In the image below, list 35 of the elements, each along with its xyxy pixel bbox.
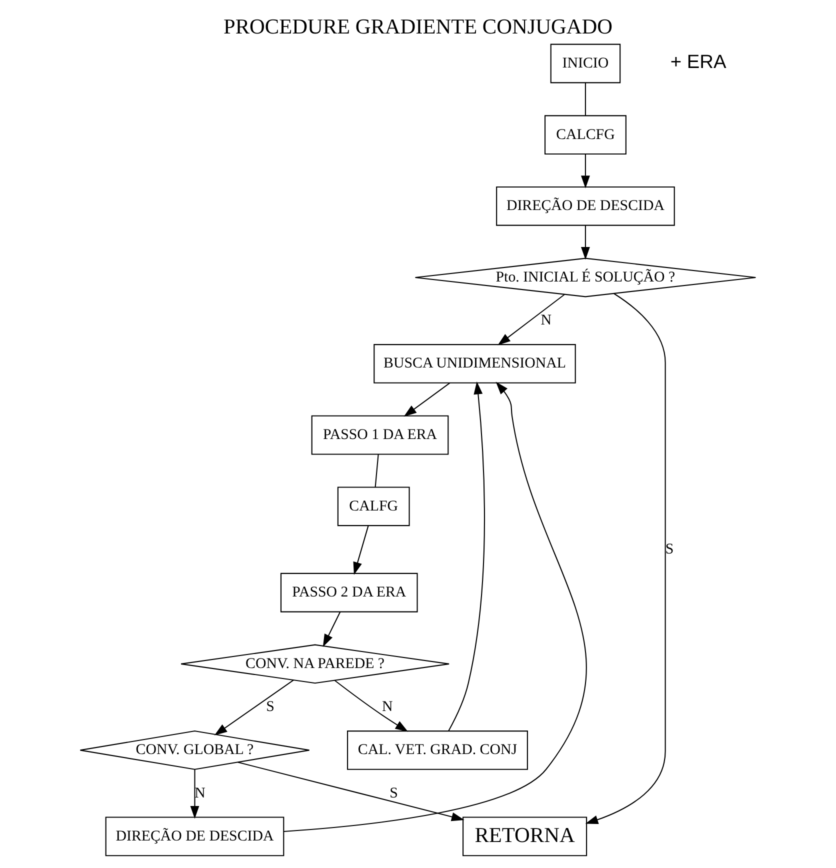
arrow xyxy=(238,762,464,822)
node-box: CAL. VET. GRAD. CONJ xyxy=(347,730,528,770)
arrow xyxy=(448,381,486,732)
arrow xyxy=(581,225,590,260)
edge-label: S xyxy=(665,541,674,558)
arrow xyxy=(404,382,450,417)
connector xyxy=(374,454,379,488)
edge-label: N xyxy=(540,312,552,329)
arrow xyxy=(353,526,369,575)
node-box: CALCFG xyxy=(544,115,626,155)
node-box: DIREÇÃO DE DESCIDA xyxy=(496,186,675,226)
arrow xyxy=(214,680,294,736)
connector xyxy=(584,82,586,116)
node-diamond: CONV. NA PAREDE ? xyxy=(180,644,450,684)
arrow xyxy=(334,680,408,732)
arrow xyxy=(585,293,666,824)
node-diamond: Pto. INICIAL É SOLUÇÃO ? xyxy=(414,258,756,298)
label: + ERA xyxy=(670,52,726,74)
arrow xyxy=(190,770,200,819)
edge-label: S xyxy=(390,785,398,802)
node-box: PASSO 1 DA ERA xyxy=(311,415,449,455)
node-box: BUSCA UNIDIMENSIONAL xyxy=(374,344,576,384)
arrow xyxy=(498,294,565,346)
node-box: INICIO xyxy=(550,44,621,84)
node-box: PASSO 2 DA ERA xyxy=(280,572,418,612)
arrow xyxy=(284,382,586,832)
edge-label: S xyxy=(266,699,274,716)
node-box: DIREÇÃO DE DESCIDA xyxy=(105,816,284,856)
node-diamond: CONV. GLOBAL ? xyxy=(80,730,310,770)
diagram-title: PROCEDURE GRADIENTE CONJUGADO xyxy=(224,14,612,39)
node-box: CALFG xyxy=(337,486,410,526)
arrow xyxy=(322,612,341,647)
arrow xyxy=(581,154,590,188)
node-box: RETORNA xyxy=(462,816,588,856)
edge-label: N xyxy=(382,699,393,716)
